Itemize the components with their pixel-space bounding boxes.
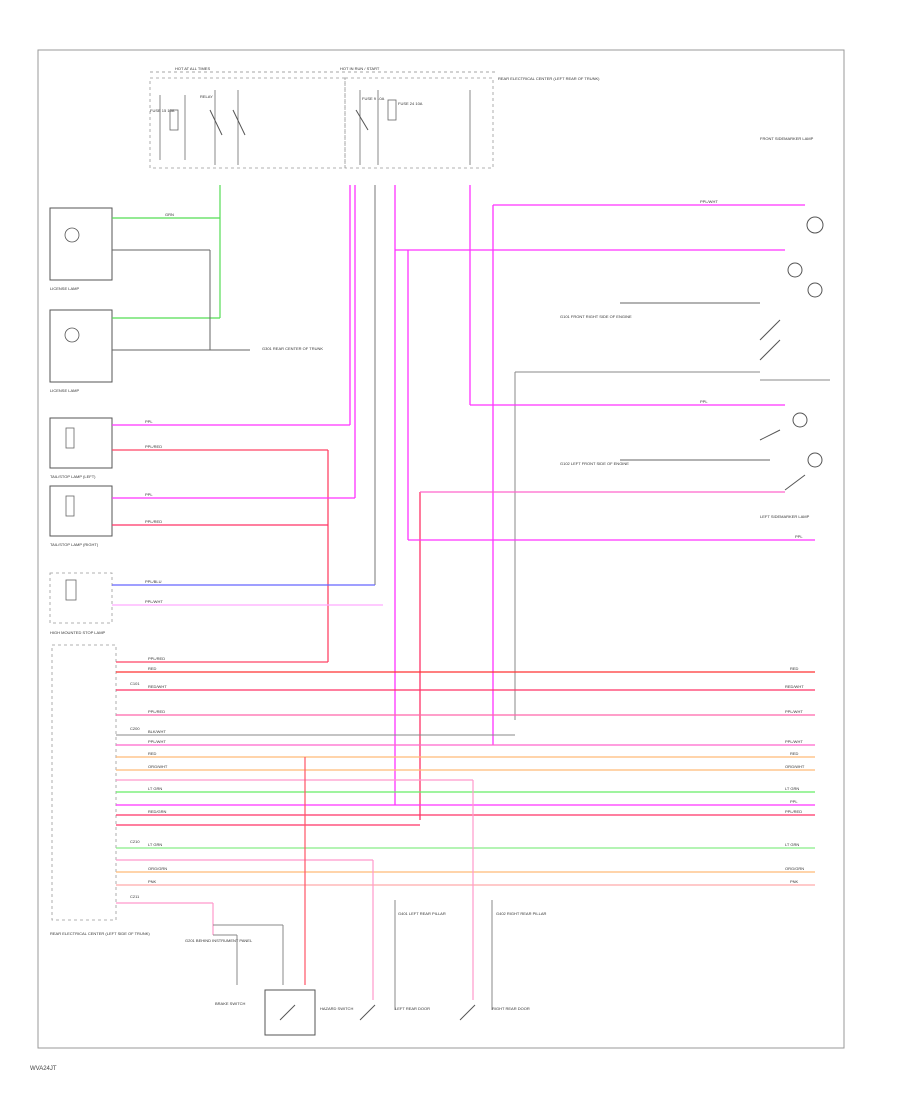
rear-ecm-label: REAR ELECTRICAL CENTER (LEFT REAR OF TRU…	[498, 76, 600, 81]
taillamp-left-label: TAIL/STOP LAMP (LEFT)	[50, 474, 96, 479]
left-fuse-block	[149, 77, 346, 169]
rcm-red-2-label: RED	[148, 751, 157, 756]
connector-c211-label: C211	[130, 894, 140, 899]
rcm-ppl-red-label: PPL/RED	[148, 656, 165, 661]
harness-ppl-red-label: PPL/RED	[785, 809, 802, 814]
rcm-ppl-wht-label: PPL/WHT	[148, 739, 166, 744]
rear-control-module-label: REAR ELECTRICAL CENTER (LEFT SIDE OF TRU…	[50, 931, 150, 936]
rcm-lt-grn-2-label: LT GRN	[148, 842, 162, 847]
left-park-bulb	[792, 412, 808, 428]
harness-red-label: RED	[790, 666, 799, 671]
harness-ppl-wht-label: PPL/WHT	[785, 709, 803, 714]
brake-switch	[264, 989, 316, 1036]
g-front-left-label: G102 LEFT FRONT SIDE OF ENGINE	[560, 461, 629, 466]
rcm-lt-grn-label: LT GRN	[148, 786, 162, 791]
hmsl-blu-label: PPL/BLU	[145, 579, 162, 584]
right-fuse-block	[344, 77, 494, 169]
rcm-blk-wht-label: BLK/WHT	[148, 729, 166, 734]
license-lamp-1	[49, 207, 113, 281]
front-park-bulb	[787, 262, 803, 278]
g-rear-label: G301 REAR CENTER OF TRUNK	[262, 346, 323, 351]
taillamp-left	[49, 417, 113, 469]
rcm-red-label: RED	[148, 666, 157, 671]
brake-switch-label: BRAKE SWITCH	[215, 1001, 246, 1006]
connector-c200-label: C200	[130, 726, 140, 731]
center-hmsl	[49, 572, 113, 624]
tail-left-red-label: PPL/RED	[145, 444, 162, 449]
hazard-switch-label: HAZARD SWITCH	[320, 1006, 353, 1011]
left-sidemarker-label: LEFT SIDEMARKER LAMP	[760, 514, 810, 519]
rear-control-module	[51, 644, 117, 921]
right-door-label: RIGHT REAR DOOR	[492, 1006, 530, 1011]
fuse-24-label: FUSE 24 10A	[398, 101, 423, 106]
diagram-frame	[37, 49, 845, 1049]
tail-right-ppl-label: PPL	[145, 492, 153, 497]
center-hmsl-label: HIGH MOUNTED STOP LAMP	[50, 630, 106, 635]
harness-red-wht-label: RED/WHT	[785, 684, 804, 689]
connector-c210-label: C210	[130, 839, 140, 844]
tail-left-ppl-label: PPL	[145, 419, 153, 424]
rcm-red-wht-label: RED/WHT	[148, 684, 167, 689]
front-wire-ppl-2-label: PPL	[700, 399, 708, 404]
tail-right-red-label: PPL/RED	[145, 519, 162, 524]
front-turn-bulb	[807, 282, 823, 298]
harness-ppl-wht-2-label: PPL/WHT	[785, 739, 803, 744]
hot-at-all-times-label: HOT AT ALL TIMES	[175, 66, 210, 71]
rcm-pnk-label: PNK	[148, 879, 157, 884]
hot-in-run-label: HOT IN RUN / START	[340, 66, 380, 71]
rcm-ppl-red-2-label: PPL/RED	[148, 709, 165, 714]
taillamp-right	[49, 485, 113, 537]
harness-org-grn-label: ORG/GRN	[785, 866, 804, 871]
g-brake-label: G201 BEHIND INSTRUMENT PANEL	[185, 938, 253, 943]
license-wire-1-label: GRN	[165, 212, 174, 217]
license-lamp-2	[49, 309, 113, 383]
harness-lt-grn-label: LT GRN	[785, 786, 799, 791]
front-wire-ppl-label: PPL/WHT	[700, 199, 718, 204]
taillamp-right-label: TAIL/STOP LAMP (RIGHT)	[50, 542, 99, 547]
diagram-code: WVA24JT	[30, 1066, 57, 1072]
front-sidemarker-bulb	[806, 216, 824, 234]
harness-red-2-label: RED	[790, 751, 799, 756]
g-front-right-label: G101 FRONT RIGHT SIDE OF ENGINE	[560, 314, 632, 319]
relay-label: RELAY	[200, 94, 213, 99]
fuse-9-label: FUSE 9 10A	[362, 96, 385, 101]
rcm-red-grn-label: RED/GRN	[148, 809, 167, 814]
left-marker-wire-label: PPL	[795, 534, 803, 539]
left-door-label: LEFT REAR DOOR	[395, 1006, 430, 1011]
front-sidemarker-label: FRONT SIDEMARKER LAMP	[760, 136, 814, 141]
rcm-org-grn-label: ORG/GRN	[148, 866, 167, 871]
license-lamp-1-label: LICENSE LAMP	[50, 286, 79, 291]
fuse-15-label: FUSE 15 10A	[150, 108, 175, 113]
harness-ppl-label: PPL	[790, 799, 798, 804]
harness-lt-grn-2-label: LT GRN	[785, 842, 799, 847]
g-left-door-label: G401 LEFT REAR PILLAR	[398, 911, 446, 916]
harness-pnk-label: PNK	[790, 879, 799, 884]
license-lamp-2-label: LICENSE LAMP	[50, 388, 79, 393]
harness-org-wht-label: ORG/WHT	[785, 764, 805, 769]
g-right-door-label: G402 RIGHT REAR PILLAR	[496, 911, 547, 916]
left-turn-bulb	[807, 452, 823, 468]
hmsl-wht-label: PPL/WHT	[145, 599, 163, 604]
rcm-org-wht-label: ORG/WHT	[148, 764, 168, 769]
connector-c101-label: C101	[130, 681, 140, 686]
